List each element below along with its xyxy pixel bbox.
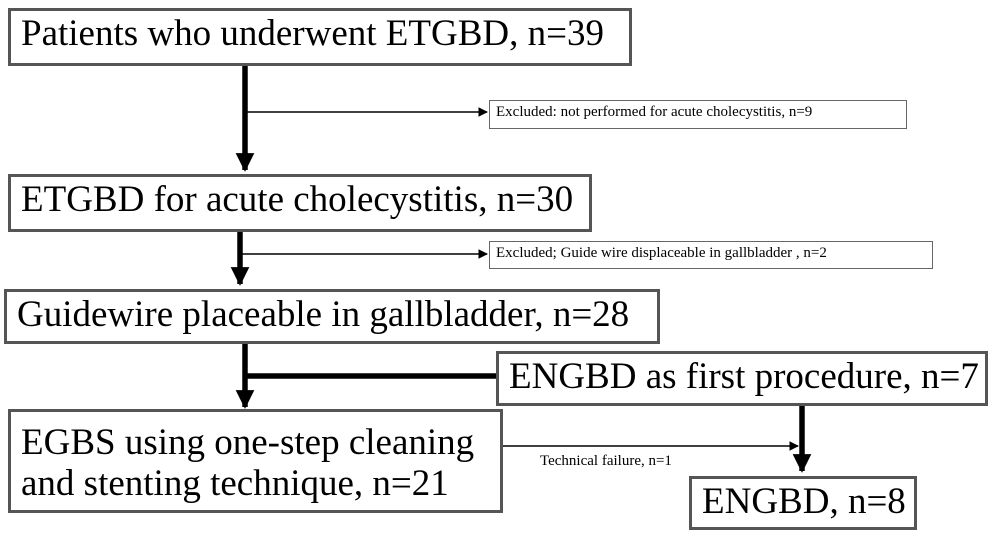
- node-acute-cholecystitis: ETGBD for acute cholecystitis, n=30: [8, 174, 592, 232]
- label-technical-failure: Technical failure, n=1: [540, 453, 672, 469]
- node-excluded-2: Excluded; Guide wire displaceable in gal…: [489, 241, 933, 269]
- node-egbs-line-2: and stenting technique, n=21: [21, 463, 449, 505]
- node-guidewire-placeable: Guidewire placeable in gallbladder, n=28: [4, 289, 660, 344]
- node-excluded-1: Excluded: not performed for acute cholec…: [489, 100, 907, 129]
- node-engbd-final: ENGBD, n=8: [689, 476, 917, 530]
- node-egbs-one-step: EGBS using one-step cleaning and stentin…: [8, 409, 503, 513]
- node-engbd-first-procedure: ENGBD as first procedure, n=7: [496, 351, 988, 406]
- node-total-patients: Patients who underwent ETGBD, n=39: [8, 8, 632, 66]
- node-egbs-line-1: EGBS using one-step cleaning: [21, 422, 475, 463]
